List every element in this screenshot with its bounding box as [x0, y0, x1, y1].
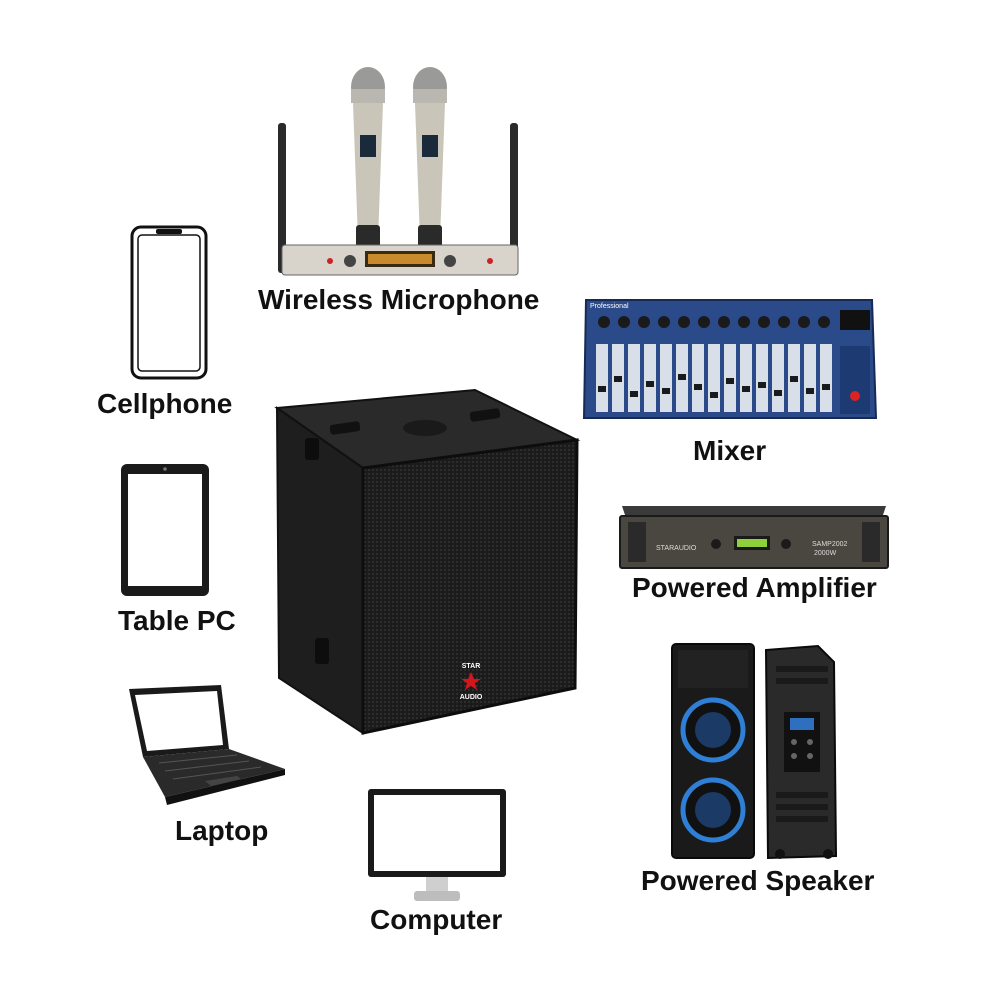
wireless-microphone-image [278, 67, 519, 276]
computer-monitor-icon [368, 789, 506, 901]
subwoofer-image: STAR AUDIO [274, 388, 581, 735]
laptop-icon [129, 685, 285, 805]
cellphone-icon [130, 225, 208, 380]
mixer-image: Professional [582, 299, 878, 419]
mixer-brand-text: Professional [590, 303, 629, 310]
subwoofer-logo-top: STAR [462, 663, 481, 670]
tablet-icon [121, 464, 209, 596]
subwoofer-logo-bottom: AUDIO [460, 694, 483, 701]
star-logo-icon [461, 672, 481, 690]
computer-label: Computer [370, 904, 503, 935]
table-pc-label: Table PC [118, 605, 236, 636]
wireless-microphone-label: Wireless Microphone [258, 284, 540, 315]
amplifier-power-text: 2000W [814, 550, 837, 557]
amplifier-brand-text: STARAUDIO [656, 545, 697, 552]
amplifier-model-text: SAMP2002 [812, 541, 848, 548]
powered-speaker-label: Powered Speaker [641, 865, 875, 896]
powered-speaker-image [671, 643, 838, 860]
mixer-label: Mixer [693, 435, 767, 466]
powered-amplifier-label: Powered Amplifier [632, 572, 877, 603]
laptop-label: Laptop [175, 815, 269, 846]
powered-amplifier-image: STARAUDIO SAMP2002 2000W [619, 506, 889, 569]
cellphone-label: Cellphone [97, 388, 233, 419]
